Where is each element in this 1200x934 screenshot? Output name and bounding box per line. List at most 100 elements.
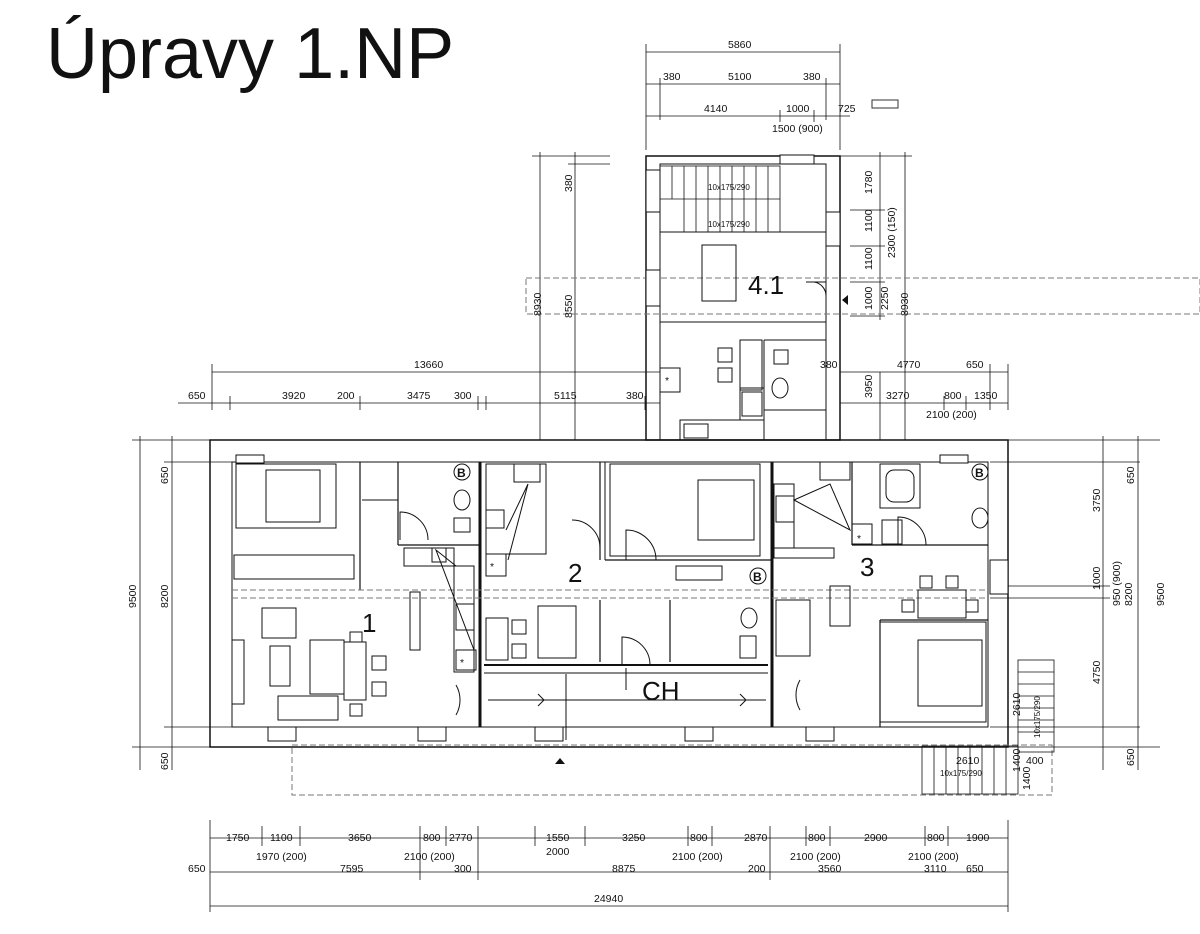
dim-text: 2100 (200): [908, 851, 959, 863]
stair-label: 10x175/290: [1033, 696, 1042, 738]
dimension-texts: 5860 380 5100 380 4140 1000 725 1500 (90…: [127, 39, 1167, 905]
furniture-tables: [269, 339, 979, 717]
dim-text: 1550: [546, 832, 570, 844]
dim-text: 1000: [1091, 566, 1103, 590]
dim-text: 2900: [864, 832, 888, 844]
section-marker-icon: [842, 295, 848, 305]
dim-text: 2100 (200): [404, 851, 455, 863]
page-title: Úpravy 1.NP: [46, 14, 455, 94]
dim-text: 8200: [1123, 582, 1135, 606]
dim-text: 1000: [786, 103, 810, 115]
dim-text: 650: [159, 752, 171, 770]
dim-text: 4750: [1091, 660, 1103, 684]
dim-text: 3750: [1091, 488, 1103, 512]
wc-markers: * * * *: [460, 375, 861, 669]
axis-lines: [232, 277, 1200, 796]
dim-text: 380: [563, 174, 575, 192]
dim-text: 650: [966, 863, 984, 875]
dim-text: 380: [626, 390, 644, 402]
dim-text: 1900: [966, 832, 990, 844]
dim-text: 1000: [863, 286, 875, 310]
dim-text: 1100: [863, 247, 875, 270]
scale-bar-icon: [871, 99, 899, 109]
room-label-4-1: 4.1: [748, 270, 784, 300]
stairs: [659, 165, 1055, 795]
room-label-3: 3: [860, 552, 874, 582]
dimension-lines: [132, 44, 1160, 912]
dim-text: 725: [838, 103, 856, 115]
furniture-beds: [235, 463, 987, 723]
dim-text: 3110: [924, 863, 947, 875]
dim-text: 800: [944, 390, 962, 402]
stair-label: 10x175/290: [940, 769, 982, 778]
dim-text: 3920: [282, 390, 306, 402]
kitchen-units: [403, 367, 873, 673]
dim-text: 3250: [622, 832, 646, 844]
corridor-arrows: [488, 668, 766, 740]
dim-text: 1500 (900): [772, 123, 823, 135]
dim-text: 3270: [886, 390, 910, 402]
star-marker: *: [460, 657, 464, 669]
dim-text: 400: [1026, 755, 1044, 767]
dim-text: 650: [159, 466, 171, 484]
dim-text: 380: [820, 359, 838, 371]
section-marker-icon: [555, 758, 565, 764]
star-marker: *: [490, 561, 494, 573]
bath-markers: B B B: [453, 463, 989, 585]
dim-text: 1100: [863, 209, 875, 232]
doors: [399, 281, 927, 716]
dim-text: 300: [454, 390, 472, 402]
dim-text: 200: [748, 863, 766, 875]
dim-text: 2250: [879, 286, 891, 310]
bath-marker: B: [457, 466, 466, 480]
star-marker: *: [665, 375, 669, 387]
dim-text: 650: [1125, 748, 1137, 766]
dim-text: 2000: [546, 846, 570, 858]
bathroom-fixtures: [453, 349, 989, 659]
stair-label: 10x175/290: [708, 183, 750, 192]
dim-text: 800: [808, 832, 826, 844]
dim-text: 800: [690, 832, 708, 844]
furniture-sofas: [231, 244, 811, 721]
bath-marker: B: [753, 570, 762, 584]
dim-text: 2100 (200): [672, 851, 723, 863]
windows: [235, 154, 1009, 742]
dim-text: 380: [803, 71, 821, 83]
star-marker: *: [857, 533, 861, 545]
dim-text: 7595: [340, 863, 364, 875]
dim-text: 650: [188, 863, 206, 875]
dim-text: 8875: [612, 863, 636, 875]
dim-text: 2610: [1011, 692, 1023, 716]
dim-text: 1970 (200): [256, 851, 307, 863]
dim-text: 9500: [127, 584, 139, 608]
dim-text: 950 (900): [1111, 561, 1123, 606]
dim-text: 650: [1125, 466, 1137, 484]
room-label-2: 2: [568, 558, 582, 588]
room-label-ch: CH: [642, 676, 680, 706]
dim-text: 300: [454, 863, 472, 875]
dim-text: 4140: [704, 103, 728, 115]
dim-text: 8930: [532, 292, 544, 316]
dim-text: 1400: [1011, 748, 1023, 772]
dim-text: 3650: [348, 832, 372, 844]
dim-text: 13660: [414, 359, 443, 371]
dim-text: 3560: [818, 863, 842, 875]
dim-text: 5115: [554, 390, 577, 402]
bath-marker: B: [975, 466, 984, 480]
dim-text: 2610: [956, 755, 980, 767]
dim-text: 5860: [728, 39, 752, 51]
dim-text: 800: [927, 832, 945, 844]
dim-text: 8200: [159, 584, 171, 608]
dim-text: 2870: [744, 832, 768, 844]
stair-label: 10x175/290: [708, 220, 750, 229]
dim-text: 1750: [226, 832, 250, 844]
dim-text: 8550: [563, 294, 575, 318]
dim-text: 1350: [974, 390, 998, 402]
dim-text: 2100 (200): [790, 851, 841, 863]
dim-text: 1780: [863, 170, 875, 194]
dim-text: 1400: [1021, 766, 1033, 790]
dim-text: 1100: [270, 832, 293, 844]
dim-text: 200: [337, 390, 355, 402]
dim-text: 2100 (200): [926, 409, 977, 421]
